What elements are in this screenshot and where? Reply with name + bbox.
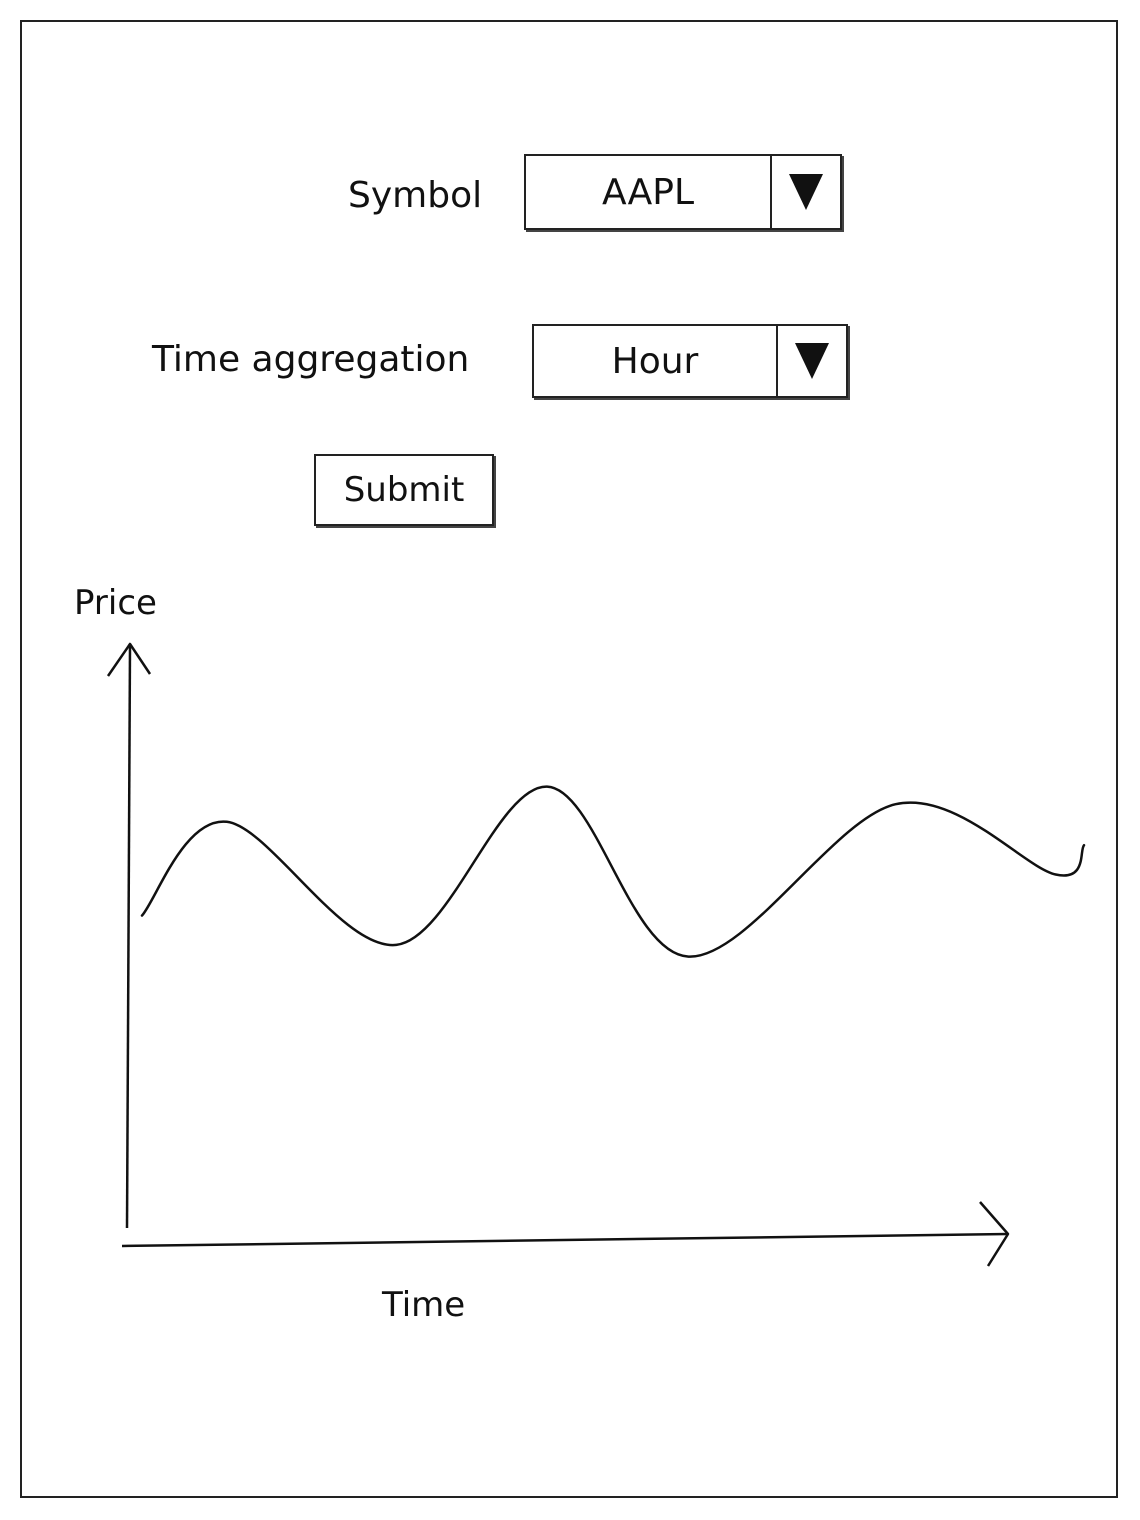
symbol-select-toggle[interactable]: [770, 156, 840, 228]
x-axis-label: Time: [381, 1285, 465, 1325]
x-axis-arrowhead: [979, 1201, 1010, 1267]
page-frame: [20, 20, 1118, 1498]
y-axis-label: Price: [74, 583, 157, 623]
y-axis-arrowhead: [106, 642, 152, 677]
price-series-line: [140, 785, 1086, 958]
submit-button[interactable]: Submit: [314, 454, 494, 526]
symbol-select-value: AAPL: [601, 171, 695, 213]
time-aggregation-select-value: Hour: [611, 340, 699, 382]
symbol-select[interactable]: AAPL: [524, 154, 842, 230]
x-axis: [121, 1232, 1009, 1248]
time-aggregation-select[interactable]: Hour: [532, 324, 848, 398]
time-aggregation-label: Time aggregation: [152, 339, 470, 380]
triangle-down-icon: [789, 174, 823, 210]
time-aggregation-select-toggle[interactable]: [776, 326, 846, 396]
triangle-down-icon: [795, 343, 829, 379]
symbol-label: Symbol: [348, 175, 483, 216]
y-axis: [125, 645, 132, 1229]
